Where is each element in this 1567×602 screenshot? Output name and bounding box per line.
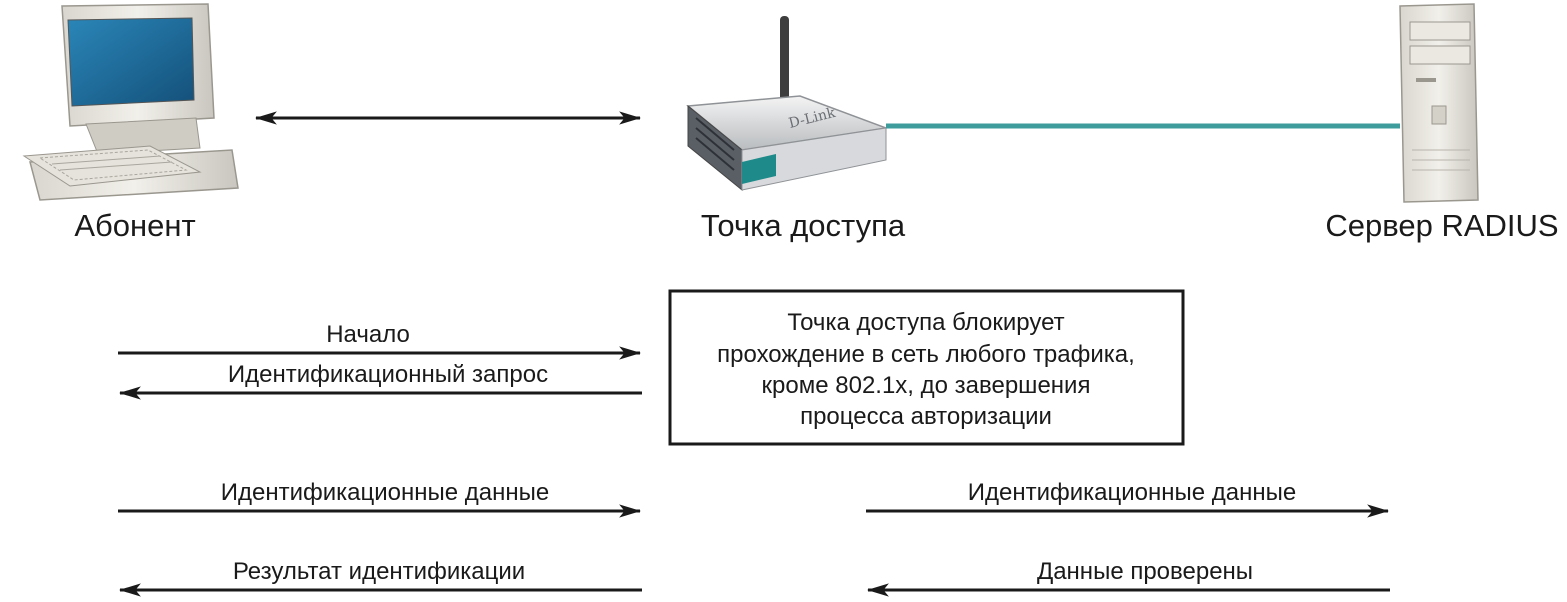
tower-server-icon [1399, 3, 1479, 203]
node-label-subscriber: Абонент [74, 208, 195, 243]
message-label-data-verified: Данные проверены [1037, 558, 1253, 585]
node-label-radius-server: Сервер RADIUS [1325, 208, 1558, 243]
message-label-start: Начало [326, 321, 410, 348]
message-label-id-request: Идентификационный запрос [228, 361, 548, 388]
node-label-access-point: Точка доступа [701, 208, 906, 243]
wireless-router-icon: D-Link [686, 16, 889, 192]
note-box [668, 289, 1185, 446]
note-line-4: процесса авторизации [800, 403, 1052, 430]
message-label-id-data-right: Идентификационные данные [968, 479, 1297, 506]
note-line-3: кроме 802.1x, до завершения [762, 372, 1091, 399]
note-line-2: прохождение в сеть любого трафика, [717, 341, 1135, 368]
message-label-id-result: Результат идентификации [233, 558, 525, 585]
message-label-id-data-left: Идентификационные данные [221, 479, 550, 506]
note-line-1: Точка доступа блокирует [787, 309, 1064, 336]
desktop-computer-icon [22, 3, 239, 201]
